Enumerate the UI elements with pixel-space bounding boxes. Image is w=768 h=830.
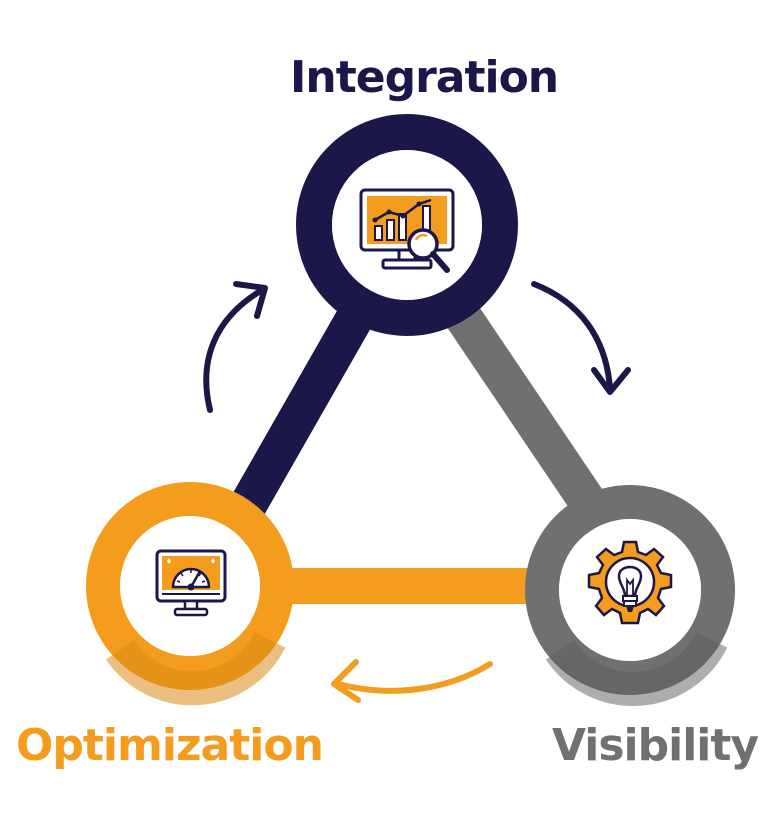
connector-integration-optimization — [209, 281, 384, 559]
arrow-integration-to-visibility — [531, 281, 631, 395]
connector-integration-visibility — [436, 286, 619, 539]
optimization-label: Optimization — [16, 720, 324, 771]
visibility-label: Visibility — [552, 720, 759, 771]
monitor-analytics-magnifier-icon — [359, 188, 455, 273]
integration-label: Integration — [290, 52, 559, 103]
arrow-optimization-to-integration — [203, 281, 268, 413]
arrow-visibility-to-optimization — [331, 659, 493, 703]
monitor-speedometer-icon — [155, 549, 227, 617]
lightbulb-gear-icon — [587, 540, 673, 625]
